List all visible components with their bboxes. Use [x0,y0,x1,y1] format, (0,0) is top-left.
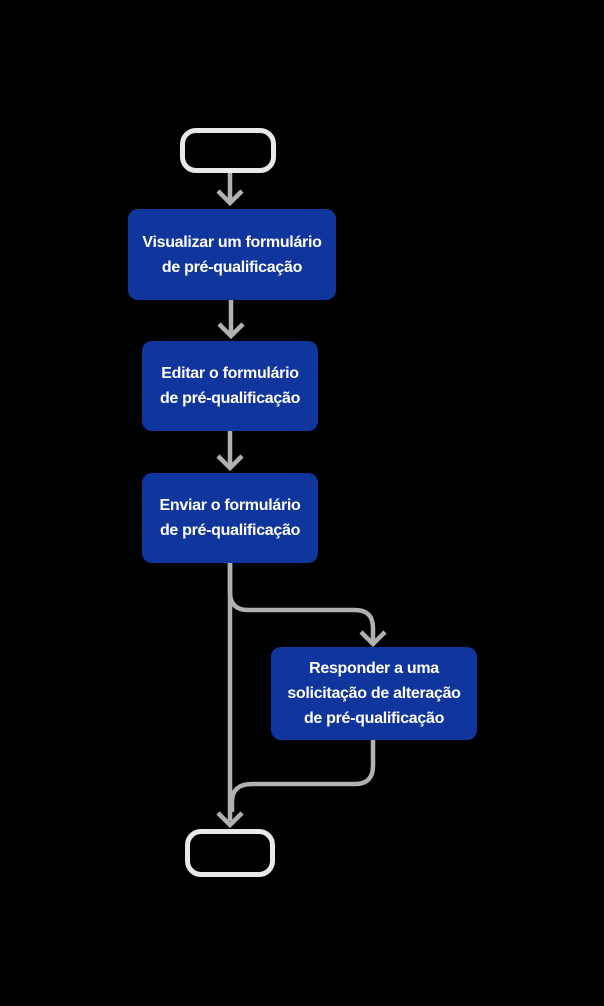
step-view-prequalification-form: Visualizar um formulário de pré-qualific… [128,209,336,300]
start-node [180,128,276,173]
edge-submit-form-to-end [216,563,244,829]
step-edit-prequalification-form: Editar o formulário de pré-qualificação [142,341,318,431]
end-node [185,829,275,877]
edge-edit-form-to-submit-form [216,431,244,472]
step-respond-change-request: Responder a uma solicitação de alteração… [271,647,477,740]
edge-respond-change-request-to-end [229,740,376,812]
step-submit-prequalification-form: Enviar o formulário de pré-qualificação [142,473,318,563]
edge-start-to-view-form [216,173,244,207]
edge-view-form-to-edit-form [217,300,245,340]
edge-submit-form-to-respond-change-request [227,563,387,648]
